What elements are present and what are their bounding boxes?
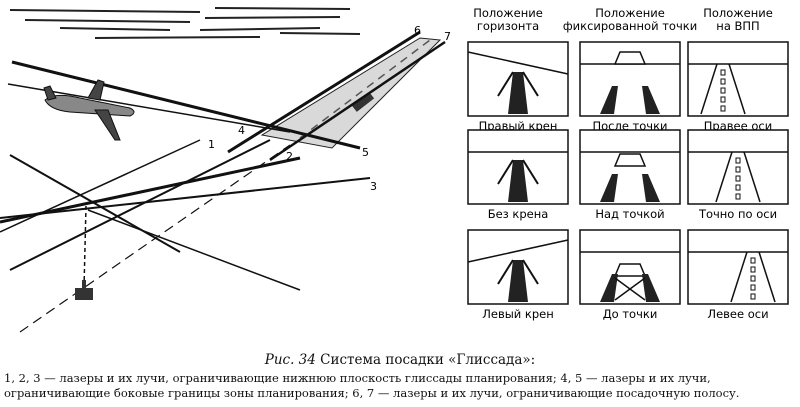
panel-caption: До точки bbox=[603, 307, 658, 321]
indicator-panel: Правый крен bbox=[467, 41, 569, 133]
label-7: 7 bbox=[444, 30, 451, 43]
column-header-2-line1: Положение bbox=[595, 6, 665, 20]
panel-caption: Над точкой bbox=[595, 207, 664, 221]
horizon-strokes bbox=[9, 7, 361, 39]
panel-caption: Левый крен bbox=[482, 307, 554, 321]
laser-device bbox=[75, 280, 93, 300]
caption-text: 1, 2, 3 — лазеры и их лучи, ограничивающ… bbox=[4, 371, 740, 400]
label-4: 4 bbox=[238, 124, 245, 137]
indicator-panel: Над точкой bbox=[579, 129, 681, 221]
column-header-3-line1: Положение bbox=[703, 6, 773, 20]
indicator-panel: Без крена bbox=[467, 129, 569, 221]
laser-beams bbox=[0, 30, 446, 333]
column-header-3-line2: на ВПП bbox=[716, 19, 759, 33]
runway bbox=[260, 37, 442, 149]
caption-title: Рис. 34 Система посадки «Глиссада»: bbox=[0, 352, 800, 368]
column-header-2-line2: фиксированной точки bbox=[563, 19, 697, 33]
label-3: 3 bbox=[370, 180, 377, 193]
indicator-panel: Правее оси bbox=[687, 41, 789, 133]
airplane-icon bbox=[43, 79, 135, 141]
indicator-panel: Точно по оси bbox=[687, 129, 789, 221]
caption-fig-label: Рис. 34 bbox=[264, 352, 316, 368]
indicator-panel: Левее оси bbox=[687, 229, 789, 321]
indicator-panel: Левый крен bbox=[467, 229, 569, 321]
label-2: 2 bbox=[286, 150, 293, 163]
column-header-1-line2: горизонта bbox=[477, 19, 539, 33]
indicator-panel: До точки bbox=[579, 229, 681, 321]
label-1: 1 bbox=[208, 138, 215, 151]
landing-system-figure: 1 2 3 4 5 6 7 Положение горизонта Положе… bbox=[0, 6, 789, 333]
label-5: 5 bbox=[362, 146, 369, 159]
panel-caption: Левее оси bbox=[707, 307, 768, 321]
indicator-panel: После точки bbox=[579, 41, 681, 133]
column-header-1-line1: Положение bbox=[473, 6, 543, 20]
panel-caption: Точно по оси bbox=[698, 207, 777, 221]
label-6: 6 bbox=[414, 24, 421, 37]
figure-caption: Рис. 34 Система посадки «Глиссада»: 1, 2… bbox=[0, 352, 800, 401]
caption-fig-title: Система посадки «Глиссада»: bbox=[320, 352, 536, 368]
panel-caption: Без крена bbox=[488, 207, 549, 221]
